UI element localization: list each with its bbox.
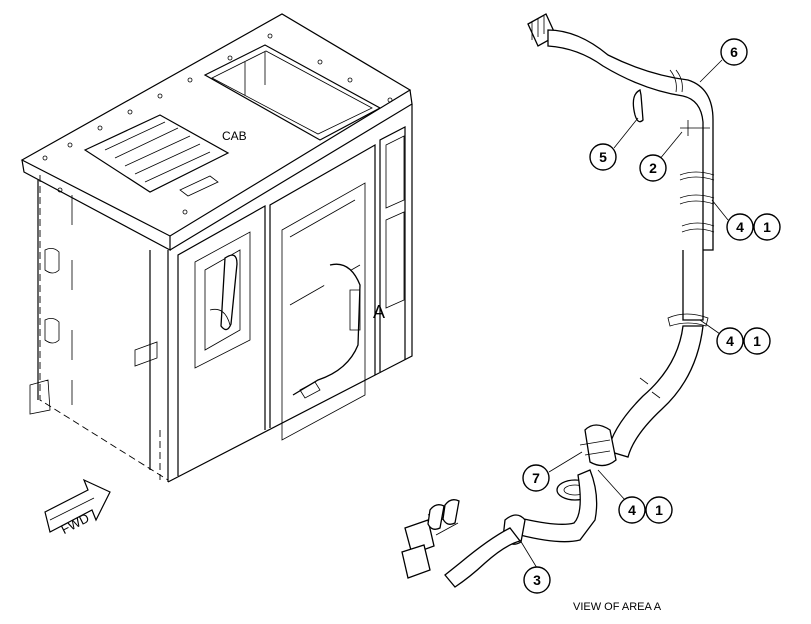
callout-1-upper-label: 1 bbox=[763, 219, 771, 235]
callout-1-lower-label: 1 bbox=[655, 502, 663, 518]
callout-7-label: 7 bbox=[532, 470, 540, 486]
callout-1-middle: 1 bbox=[743, 327, 771, 355]
callout-4-middle-label: 4 bbox=[726, 333, 734, 349]
callout-2: 2 bbox=[639, 154, 667, 182]
cab-drawing bbox=[20, 13, 413, 483]
callout-6: 6 bbox=[720, 38, 748, 66]
callout-1-middle-label: 1 bbox=[753, 333, 761, 349]
callout-4-upper: 4 bbox=[726, 213, 754, 241]
callout-7: 7 bbox=[522, 464, 550, 492]
callout-1-lower: 1 bbox=[645, 496, 673, 524]
area-a-marker: A bbox=[373, 302, 385, 322]
callout-4-upper-label: 4 bbox=[736, 219, 744, 235]
view-title: VIEW OF AREA A bbox=[573, 601, 662, 613]
callout-2-label: 2 bbox=[649, 160, 657, 176]
callout-4-lower: 4 bbox=[618, 496, 646, 524]
harness-drawing bbox=[401, 13, 715, 588]
cab-label: CAB bbox=[222, 129, 247, 143]
leader-lines bbox=[519, 59, 729, 569]
callout-6-label: 6 bbox=[730, 44, 738, 60]
fwd-label: FWD bbox=[58, 510, 91, 537]
callout-4-lower-label: 4 bbox=[628, 502, 636, 518]
callout-5: 5 bbox=[589, 143, 617, 171]
fwd-arrow bbox=[44, 478, 111, 533]
callout-4-middle: 4 bbox=[716, 327, 744, 355]
callout-5-label: 5 bbox=[599, 149, 607, 165]
callout-3-label: 3 bbox=[533, 572, 541, 588]
callout-3: 3 bbox=[523, 566, 551, 594]
callout-1-upper: 1 bbox=[753, 213, 781, 241]
